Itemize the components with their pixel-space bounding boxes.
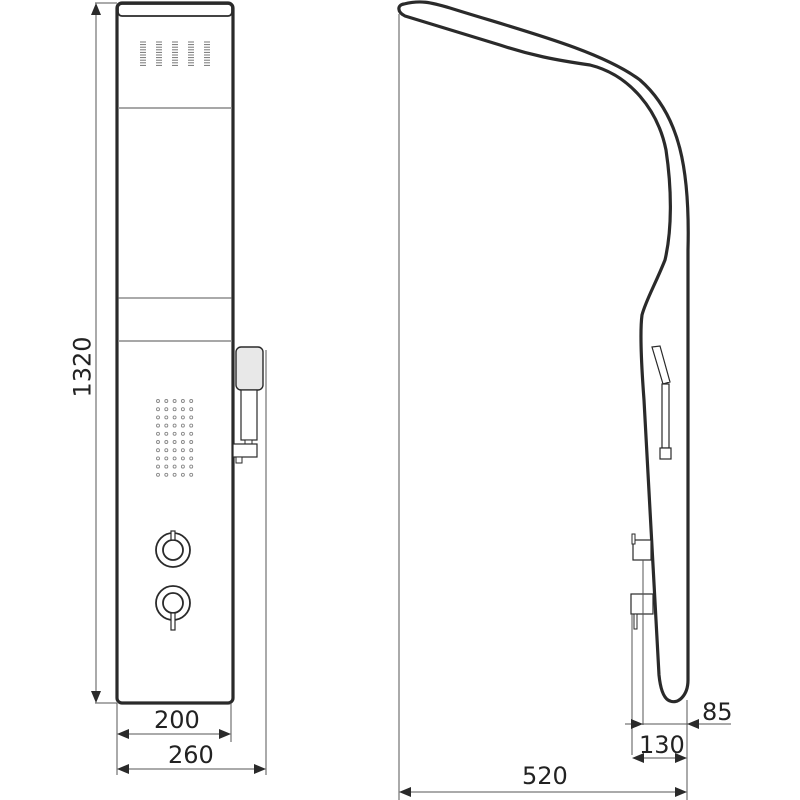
dimension-130 (632, 753, 687, 763)
hand-shower-side (651, 345, 672, 460)
dimension-520 (399, 787, 687, 797)
body-jet-grid (156, 399, 194, 477)
hand-shower (232, 346, 264, 464)
front-view (91, 1, 267, 775)
top-cap (117, 3, 233, 17)
diverter-knob (155, 530, 191, 568)
dimension-height (91, 2, 117, 704)
dimension-widths (116, 350, 267, 775)
hand-shower-holder (232, 443, 258, 458)
side-view (397, 0, 731, 800)
dimension-label-panel-depth: 85 (702, 698, 733, 726)
top-nozzle-array (140, 41, 210, 66)
side-profile-outline (397, 0, 690, 704)
hand-shower-head (235, 346, 264, 391)
dimension-label-depth-overall: 520 (522, 762, 568, 790)
hand-shower-handle (240, 389, 258, 441)
controls-side (630, 533, 654, 630)
dimension-85 (625, 719, 731, 729)
dimension-label-depth-with-controls: 130 (639, 731, 685, 759)
dimension-label-overall-width: 260 (168, 741, 214, 769)
front-panel-outline (115, 1, 235, 705)
dimension-label-panel-width: 200 (154, 706, 200, 734)
dimension-label-height: 1320 (68, 336, 97, 398)
thermostat-knob (155, 585, 191, 631)
